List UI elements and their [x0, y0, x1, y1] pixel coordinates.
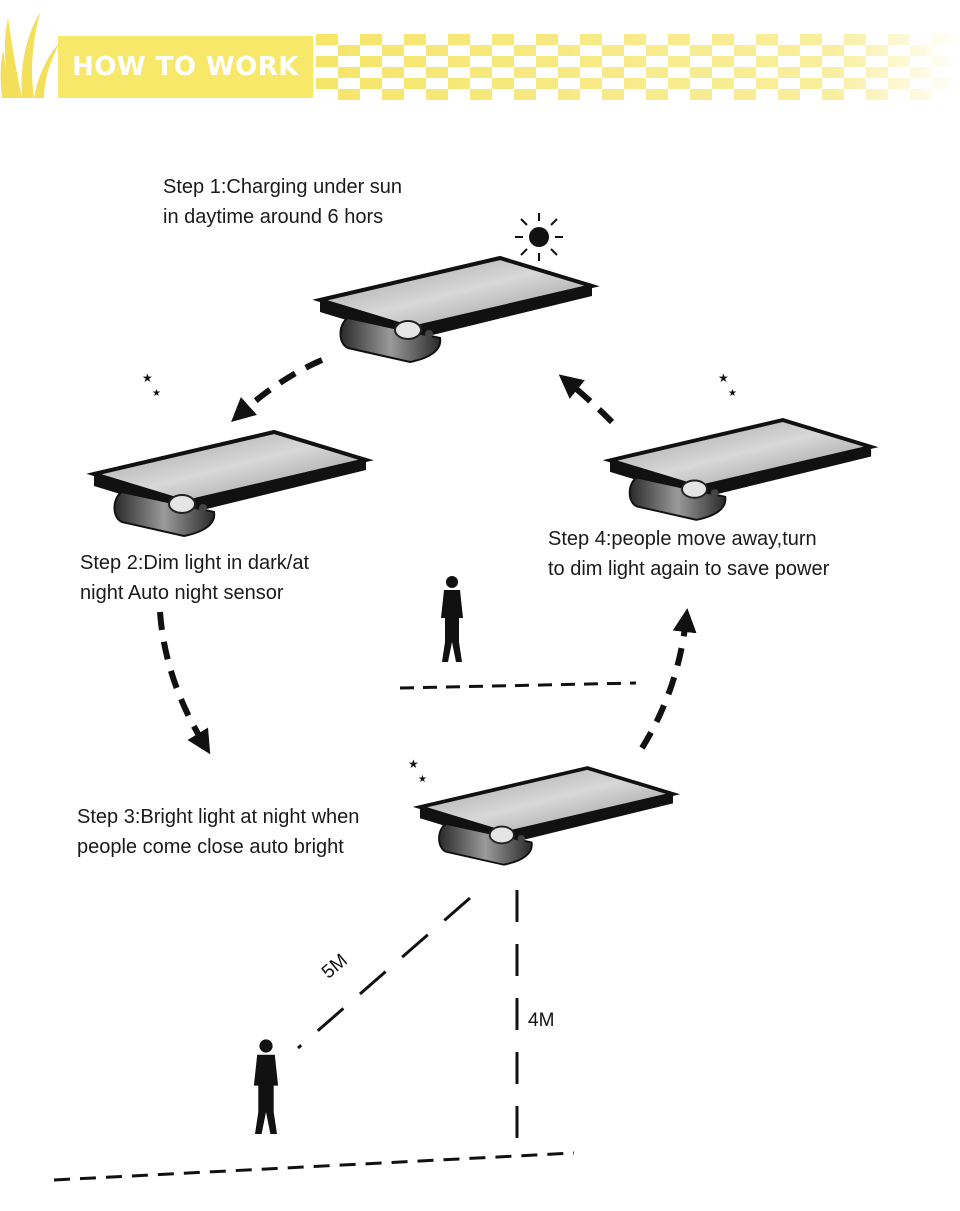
header-banner: HOW TO WORK	[0, 0, 960, 110]
step-2-text: Step 2:Dim light in dark/at night Auto n…	[80, 552, 309, 604]
sun-icon	[515, 213, 563, 261]
solar-lamp-step2	[92, 430, 368, 538]
step-4-text: Step 4:people move away,turn to dim ligh…	[548, 528, 830, 580]
step-3-text: Step 3:Bright light at night when people…	[77, 806, 360, 858]
solar-lamp-step1	[318, 256, 594, 364]
ground-line-middle	[399, 681, 637, 690]
arrow-step2-to-step3	[157, 611, 211, 755]
person-silhouette	[253, 1039, 279, 1134]
moon-stars-icon	[376, 754, 427, 794]
header-title: HOW TO WORK	[72, 52, 299, 82]
checker-pattern	[316, 30, 960, 105]
arrow-step1-to-step2	[231, 357, 324, 423]
step-1-text: Step 1:Charging under sun in daytime aro…	[163, 176, 403, 228]
solar-lamp-step3	[418, 766, 675, 867]
moon-stars-icon	[110, 368, 161, 408]
title-box	[58, 36, 313, 98]
arrow-step3-to-step4	[639, 608, 697, 750]
grass-icon	[0, 12, 60, 98]
solar-lamp-step4	[608, 418, 874, 522]
arrow-step4-to-step1	[558, 374, 615, 425]
moon-stars-icon	[686, 368, 737, 408]
ground-line-bottom	[53, 1151, 575, 1182]
height-label: 4M	[528, 1010, 555, 1031]
distance-dashed-line	[297, 896, 471, 1050]
person-silhouette	[441, 576, 463, 662]
